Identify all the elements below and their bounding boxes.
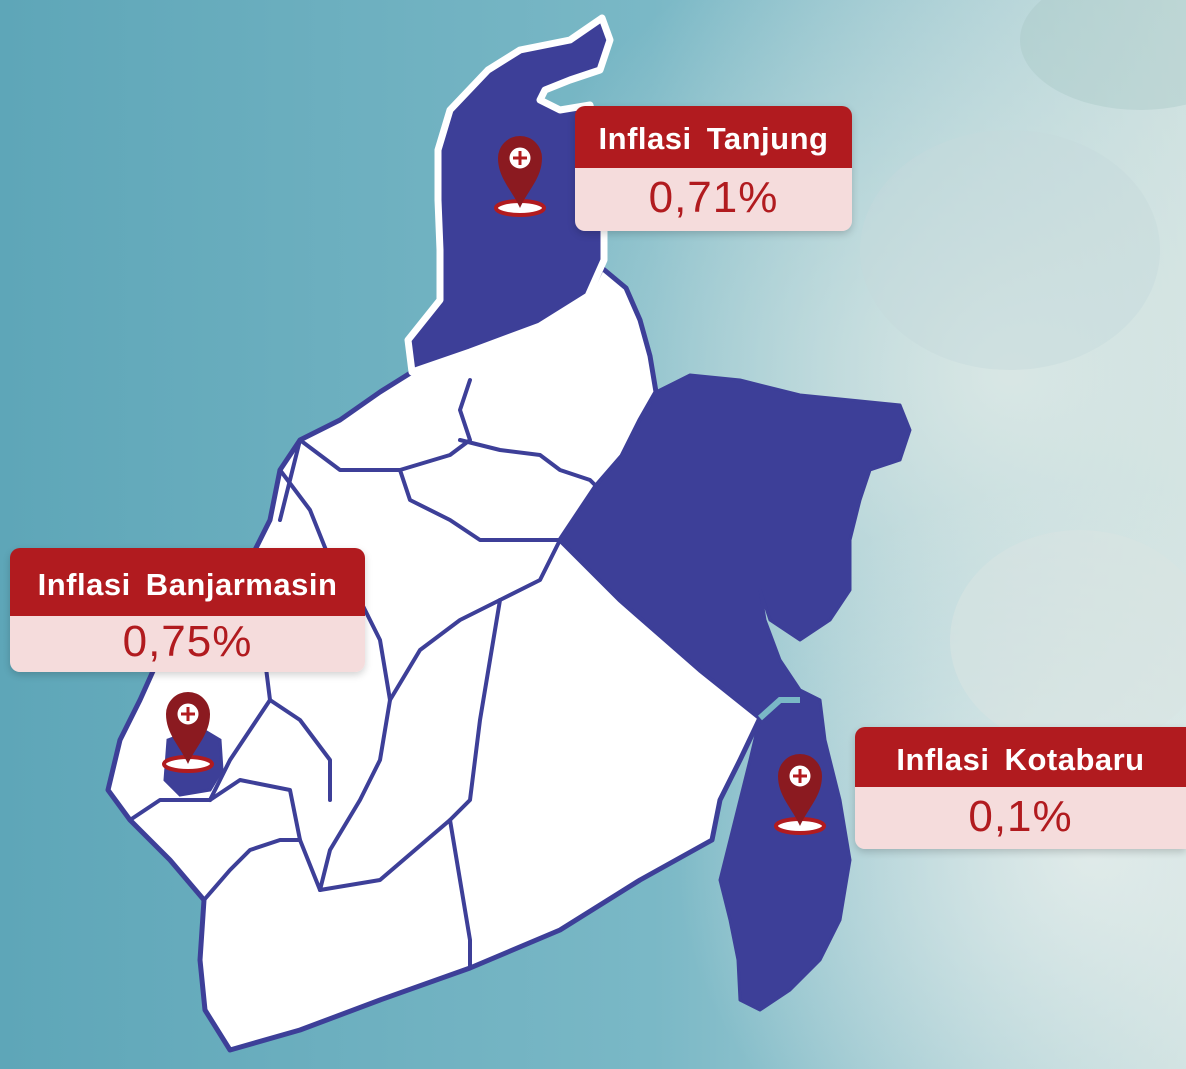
map-region-kotabaru: [558, 373, 912, 1012]
callout-kotabaru-label: Inflasi Kotabaru: [855, 727, 1186, 787]
callout-banjarmasin-label: Inflasi Banjarmasin: [10, 548, 365, 616]
callout-kotabaru-value: 0,1%: [855, 787, 1186, 849]
location-pin-icon: [774, 754, 826, 835]
callout-banjarmasin-value: 0,75%: [10, 616, 365, 672]
callout-tanjung-label: Inflasi Tanjung: [575, 106, 852, 168]
callout-kotabaru: Inflasi Kotabaru 0,1%: [855, 727, 1186, 849]
callout-tanjung: Inflasi Tanjung 0,71%: [575, 106, 852, 231]
location-pin-icon: [494, 136, 546, 217]
location-pin-icon: [162, 692, 214, 773]
callout-banjarmasin: Inflasi Banjarmasin 0,75%: [10, 548, 365, 672]
callout-tanjung-value: 0,71%: [575, 168, 852, 231]
